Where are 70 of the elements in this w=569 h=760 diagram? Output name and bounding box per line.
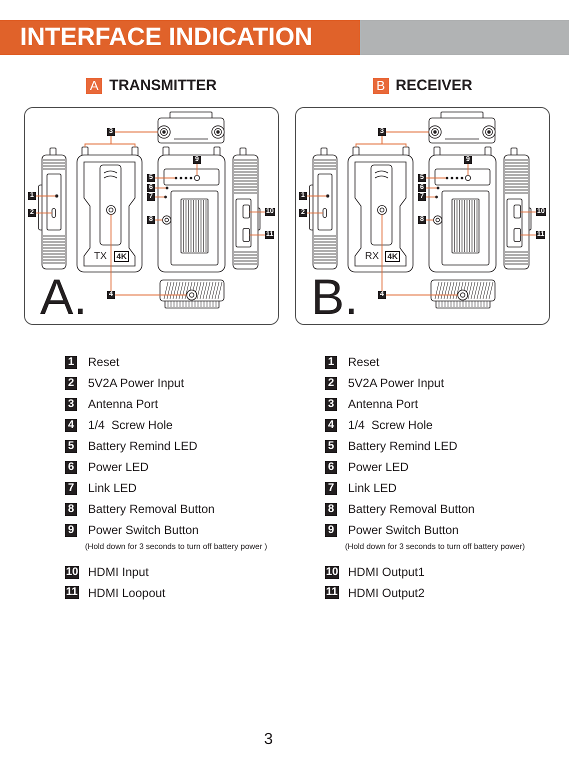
- key-note: (Hold down for 3 seconds to turn off battery power): [345, 542, 525, 552]
- key-number: 5: [65, 440, 77, 452]
- key-number: 2: [65, 376, 77, 390]
- device-marking: TX: [94, 252, 107, 262]
- key-text: Power LED: [88, 460, 149, 474]
- key-text: HDMI Loopout: [88, 586, 166, 600]
- resolution-marking: 4K: [385, 250, 400, 262]
- page-number: 3: [264, 731, 273, 749]
- leader-line: [110, 136, 136, 148]
- leader-line: [196, 164, 198, 176]
- key-number: 1: [325, 356, 337, 368]
- key-number: 6: [325, 460, 337, 474]
- key-number: 11: [65, 586, 79, 599]
- leader-line: [114, 294, 188, 296]
- leader-line: [154, 196, 165, 198]
- leader-line: [520, 234, 536, 236]
- panel-letter: B.: [311, 272, 358, 322]
- key-number: 4: [65, 418, 77, 432]
- key-number: 8: [65, 502, 77, 516]
- key-text: Link LED: [88, 481, 137, 495]
- leader-line: [306, 212, 324, 214]
- key-text: 5V2A Power Input: [348, 376, 444, 390]
- key-text: Power Switch Button: [88, 523, 199, 537]
- key-text: 5V2A Power Input: [88, 376, 184, 390]
- key-text: Reset: [88, 355, 120, 369]
- key-number: 10: [325, 566, 340, 578]
- key-number: 4: [325, 418, 337, 432]
- key-number: 9: [65, 524, 77, 536]
- section-badge: A: [86, 78, 102, 94]
- leader-line: [249, 234, 266, 236]
- key-number: 5: [325, 440, 337, 452]
- key-number: 3: [325, 398, 337, 410]
- key-text: Battery Removal Button: [88, 502, 215, 516]
- key-number: 1: [65, 356, 77, 368]
- resolution-marking: 4K: [114, 250, 130, 262]
- key-text: Battery Remind LED: [88, 439, 198, 453]
- panel-letter: A.: [40, 272, 88, 322]
- key-text: 1/4 Screw Hole: [88, 418, 173, 432]
- key-note: (Hold down for 3 seconds to turn off battery power ): [85, 542, 268, 552]
- key-text: HDMI Input: [88, 565, 149, 579]
- key-text: Power Switch Button: [348, 523, 459, 537]
- leader-line: [386, 294, 458, 296]
- key-number: 7: [65, 482, 77, 494]
- key-number: 11: [325, 586, 339, 599]
- key-text: Reset: [348, 355, 380, 369]
- key-text: Antenna Port: [88, 397, 158, 411]
- key-number: 9: [325, 524, 337, 536]
- key-text: HDMI Output2: [348, 586, 425, 600]
- key-number: 10: [65, 566, 80, 578]
- page-title: INTERFACE INDICATION: [0, 20, 360, 55]
- key-number: 8: [325, 502, 337, 516]
- panel-heading: RECEIVER: [396, 78, 472, 94]
- key-text: Battery Remind LED: [348, 439, 458, 453]
- leader-line: [36, 212, 52, 214]
- key-text: Power LED: [348, 460, 409, 474]
- key-text: Antenna Port: [348, 397, 418, 411]
- key-text: HDMI Output1: [348, 565, 425, 579]
- key-text: Link LED: [348, 481, 397, 495]
- leader-line: [426, 196, 436, 198]
- panel-heading: TRANSMITTER: [109, 78, 217, 94]
- key-number: 2: [325, 376, 337, 390]
- key-text: Battery Removal Button: [348, 502, 475, 516]
- key-number: 6: [65, 460, 77, 474]
- leader-line: [382, 136, 406, 148]
- leader-line: [110, 214, 112, 292]
- key-number: 3: [65, 398, 77, 410]
- key-number: 7: [325, 482, 337, 494]
- device-marking: RX: [365, 252, 379, 262]
- section-badge: B: [372, 78, 389, 94]
- key-text: 1/4 Screw Hole: [348, 418, 433, 432]
